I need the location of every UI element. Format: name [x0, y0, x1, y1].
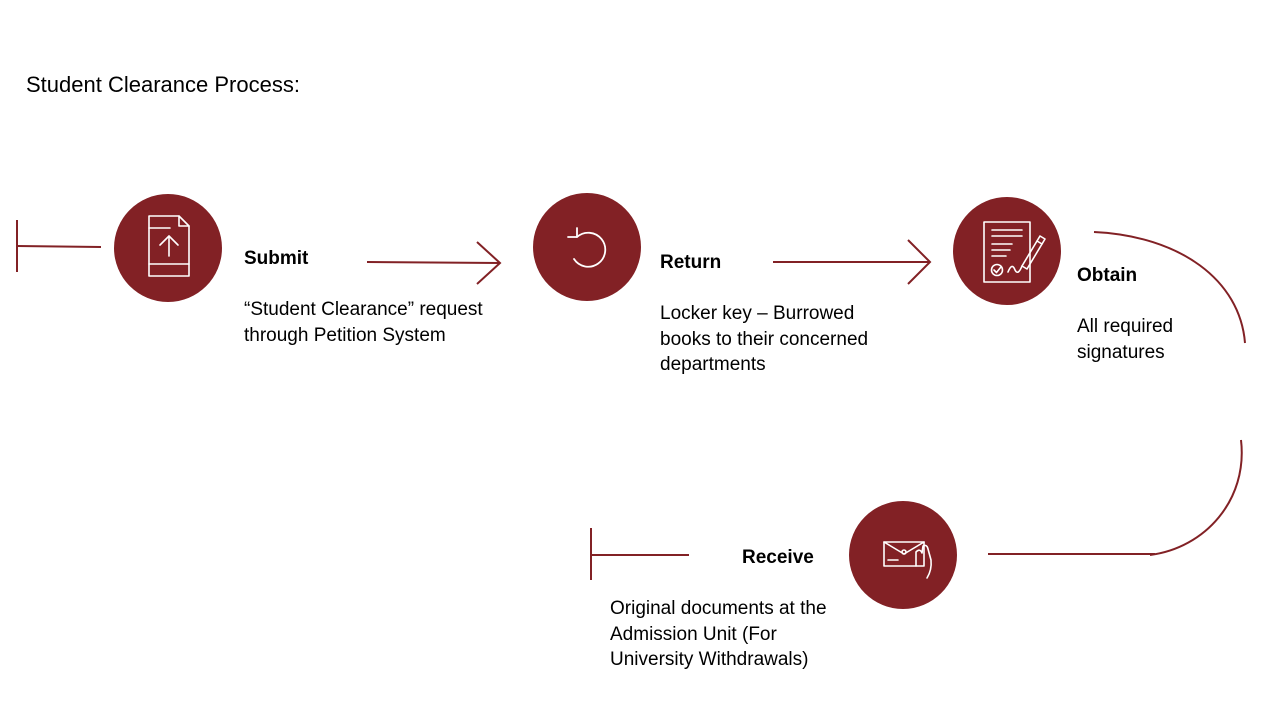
- page-title: Student Clearance Process:: [26, 72, 300, 97]
- step-circle-obtain: [953, 197, 1061, 305]
- arrow-return-to-obtain: [773, 239, 932, 285]
- arrow-submit-to-return: [366, 241, 502, 285]
- step-description-submit: “Student Clearance” request through Peti…: [244, 299, 483, 346]
- document-upload-icon: [148, 215, 190, 277]
- step-circle-submit: [114, 194, 222, 302]
- step-title-receive: Receive: [742, 547, 814, 568]
- signed-document-icon: [983, 221, 1046, 283]
- step-title-return: Return: [660, 252, 722, 273]
- step-description-obtain: All required signatures: [1077, 316, 1174, 363]
- envelope-hand-icon: [883, 541, 932, 579]
- step-description-receive: Original documents at the Admission Unit…: [610, 598, 827, 670]
- step-description-return: Locker key – Burrowed books to their con…: [660, 303, 869, 375]
- start-connector: [16, 245, 102, 248]
- curve-obtain-lower: [1149, 439, 1243, 556]
- step-circle-receive: [849, 501, 957, 609]
- step-title-obtain: Obtain: [1077, 265, 1138, 286]
- curve-obtain-upper: [1093, 231, 1246, 344]
- undo-arrow-icon: [567, 227, 607, 268]
- step-circle-return: [533, 193, 641, 301]
- step-title-submit: Submit: [244, 248, 309, 269]
